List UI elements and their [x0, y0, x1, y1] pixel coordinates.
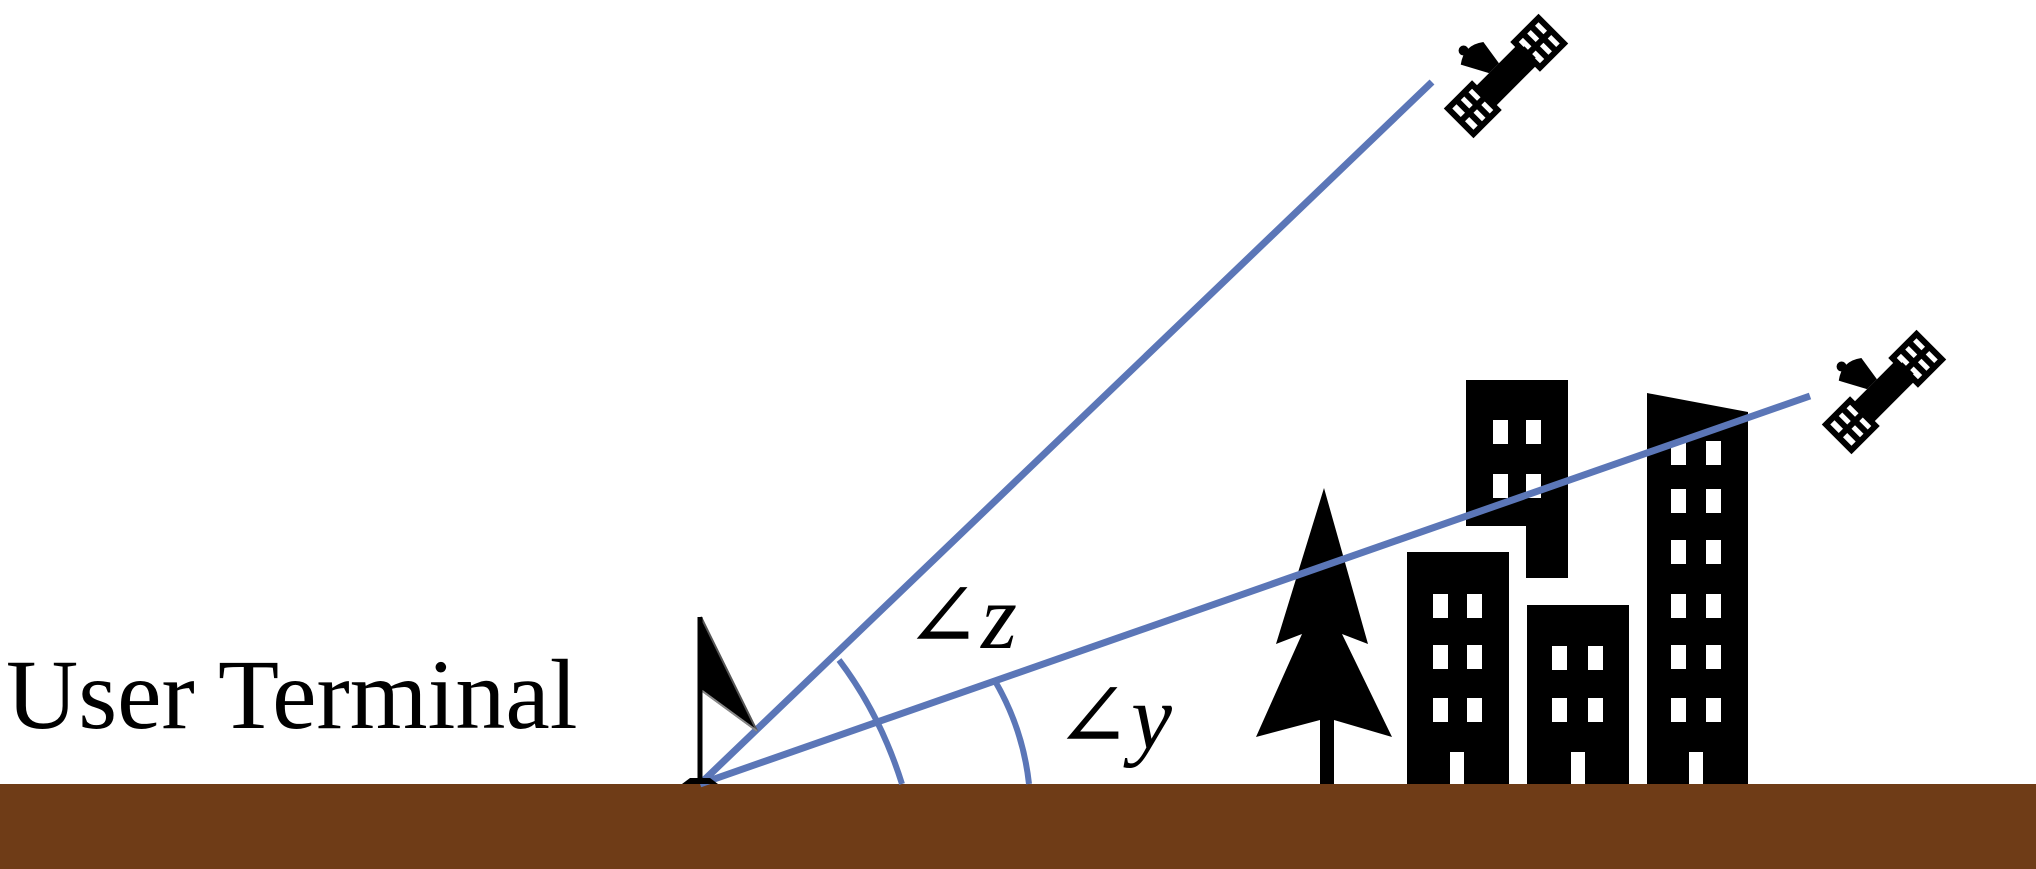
antenna-icon: [682, 616, 758, 784]
angle-z-label: ∠z: [904, 566, 1017, 668]
ground: [0, 784, 2036, 869]
building-3: [1527, 605, 1629, 784]
building-icons: [1407, 380, 1748, 784]
building-1: [1407, 552, 1509, 784]
tree-icon: [1256, 488, 1392, 784]
building-2: [1466, 380, 1568, 578]
line-of-sight-high: [697, 79, 1435, 787]
satellite-icon-high: [1443, 13, 1569, 139]
satellite-icon-low: [1821, 329, 1947, 455]
angle-arc-y: [992, 679, 1032, 785]
user-terminal-label: User Terminal: [6, 639, 578, 750]
angle-arc-z: [836, 658, 905, 785]
building-4: [1647, 393, 1748, 784]
angle-y-label: ∠y: [1054, 666, 1172, 768]
line-of-sight-low: [698, 392, 1812, 788]
